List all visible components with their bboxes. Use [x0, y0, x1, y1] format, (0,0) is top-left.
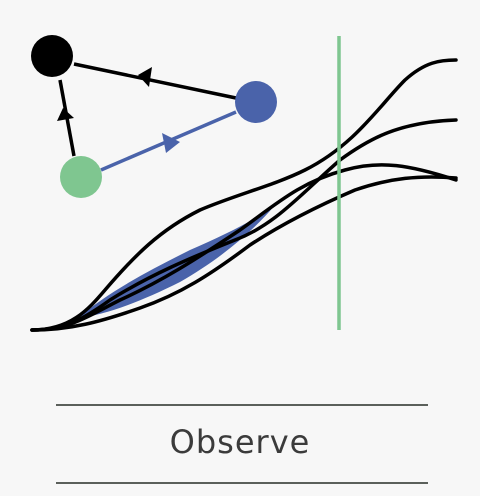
edge-green-blue-arrow — [162, 133, 180, 153]
caption-rule-bottom — [56, 482, 428, 484]
curve-d — [30, 175, 458, 332]
diagram — [30, 35, 458, 332]
edge-blue-black — [73, 62, 237, 100]
curve-b — [30, 118, 458, 332]
edge-blue-black-arrow — [138, 67, 152, 87]
curve-a — [30, 58, 458, 332]
node-blue — [235, 81, 277, 123]
caption-rule-top — [56, 404, 428, 406]
edge-green-black-arrow — [57, 108, 74, 121]
node-black — [31, 35, 73, 77]
caption-label: Observe — [169, 423, 311, 461]
curve-c — [30, 163, 458, 332]
node-green — [60, 156, 102, 198]
